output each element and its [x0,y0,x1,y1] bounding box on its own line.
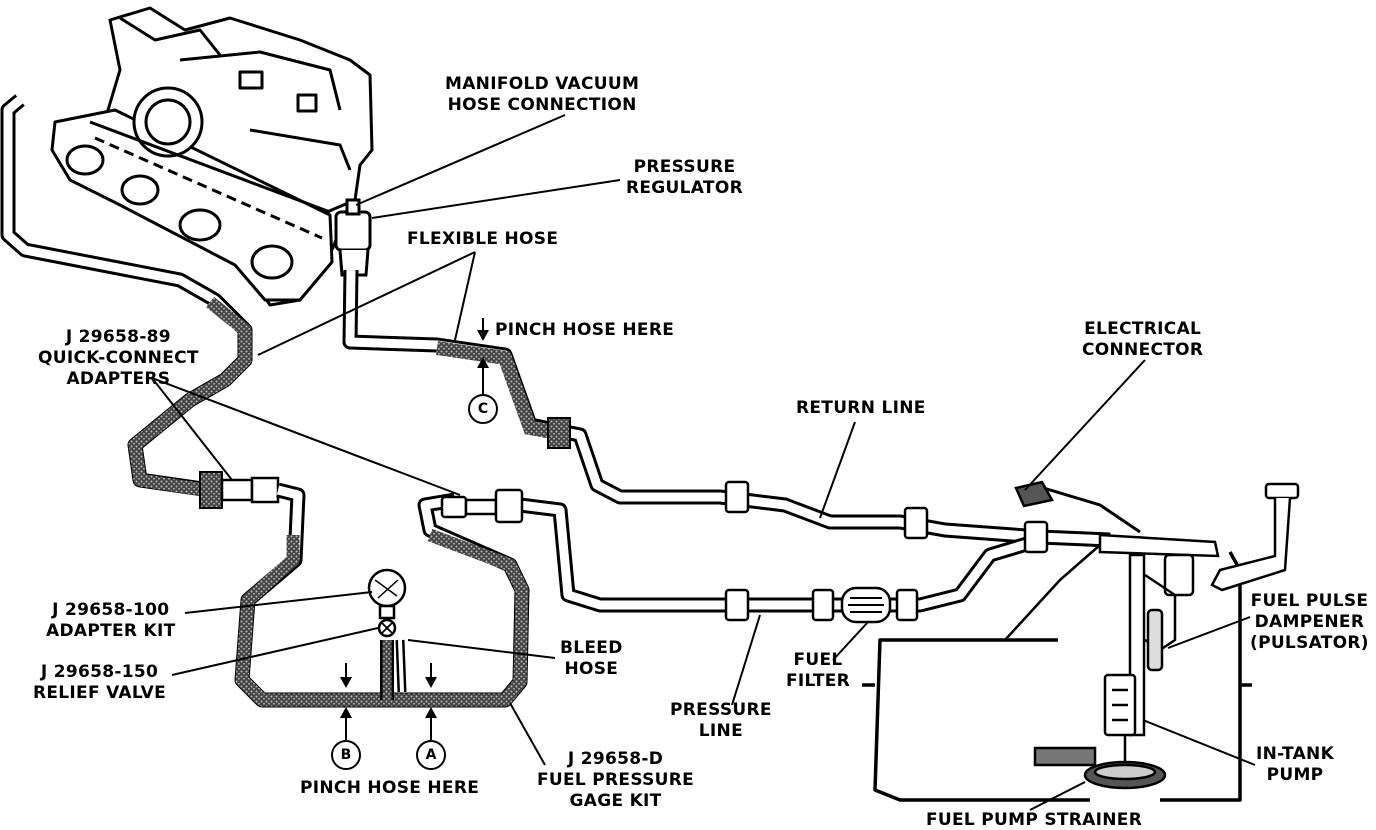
pinch-hose-bottom-label: PINCH HOSE HERE [300,778,480,798]
flexible-hose-label: FLEXIBLE HOSE [407,229,559,249]
fuel-pump-strainer-label: FUEL PUMP STRAINER [926,810,1143,830]
marker-c: C [468,394,498,424]
gauge-assembly [367,568,407,700]
marker-a: A [416,740,446,770]
leader-lines [151,114,1256,811]
quick-connect-adapter [440,488,524,524]
pinch-arrows [340,330,489,718]
pressure-regulator [334,198,372,277]
fuel-tank [862,544,1252,802]
fuel-pump-module [1014,480,1220,790]
fuel-filter [840,586,892,624]
pinch-hose-top-label: PINCH HOSE HERE [495,320,675,340]
engine-manifold [50,6,374,307]
return-flexible-hose [435,341,554,439]
return-line-label: RETURN LINE [796,398,926,418]
fuel-filler-pipe [1210,482,1300,592]
line-fittings [724,480,1049,622]
marker-b: B [331,740,361,770]
